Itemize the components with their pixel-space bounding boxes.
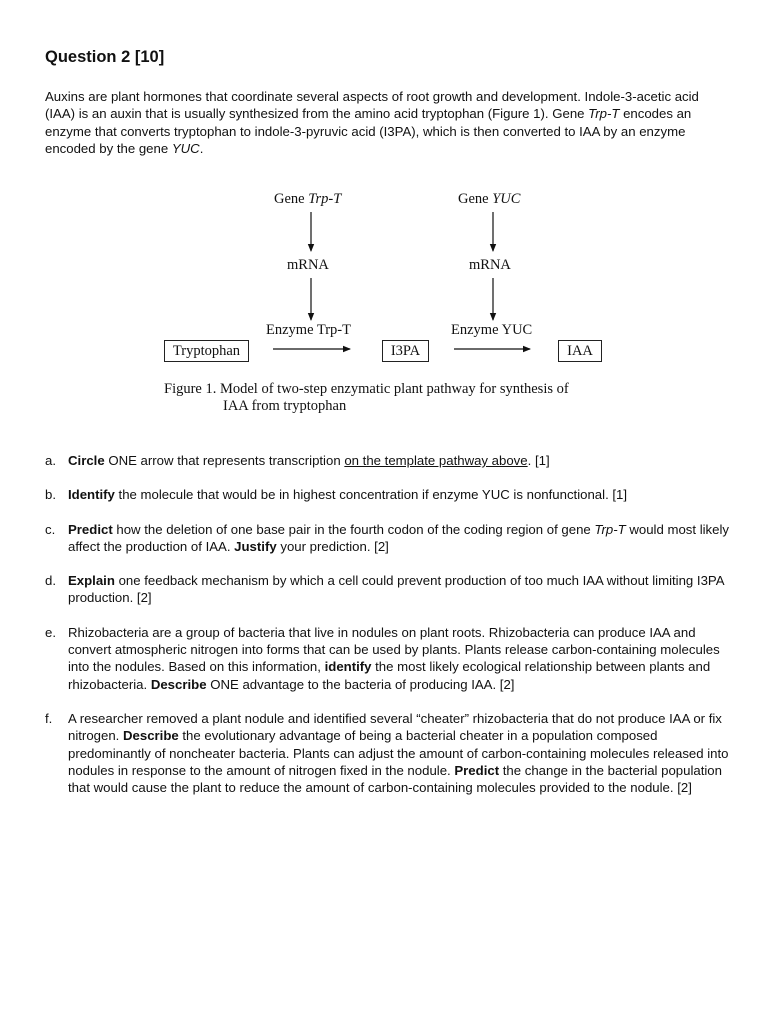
item-c-verb-2: Justify — [234, 538, 277, 554]
item-a-text: ONE arrow that represents transcription — [104, 453, 345, 468]
item-a-verb: Circle — [68, 453, 105, 468]
label-gene-prefix: Gene — [274, 191, 309, 207]
list-item: f. A researcher removed a plant nodule a… — [45, 710, 735, 796]
label-gene-trp-t: Gene Trp-T — [274, 191, 341, 208]
item-c-gene: Trp-T — [594, 521, 626, 537]
item-f-text-1: A researcher removed a plant nodule and … — [68, 710, 722, 744]
intro-text-1: Auxins are plant hormones that coordinat… — [45, 89, 699, 122]
label-gene-prefix: Gene — [458, 191, 493, 207]
item-d-verb: Explain — [68, 573, 115, 589]
item-letter: c. — [45, 521, 56, 537]
item-f-text-3: the change in the bacterial population t… — [68, 762, 722, 796]
label-gene-name: Trp-T — [308, 191, 342, 207]
item-e-text-3: ONE advantage to the bacteria of produci… — [206, 676, 515, 692]
pathway-figure: Gene Trp-T Gene YUC mRNA mRNA Enzyme Trp… — [160, 185, 620, 420]
intro-gene-yuc: YUC — [171, 140, 200, 156]
list-item: b. Identify the molecule that would be i… — [45, 486, 735, 503]
label-mrna-yuc: mRNA — [469, 257, 511, 273]
item-c-verb: Predict — [68, 521, 113, 537]
figure-caption: Figure 1. Model of two-step enzymatic pl… — [164, 381, 569, 415]
item-c-text-3: your prediction. [2] — [276, 538, 389, 554]
item-f-verb: Describe — [123, 728, 179, 744]
item-a-underlined: on the template pathway above — [344, 453, 528, 468]
item-letter: b. — [45, 487, 56, 503]
label-mrna-trp-t: mRNA — [287, 257, 329, 273]
item-letter: e. — [45, 624, 56, 640]
intro-gene-trp-t: Trp-T — [588, 106, 620, 122]
item-c-text-1: how the deletion of one base pair in the… — [112, 521, 595, 537]
item-e-text-2: the most likely ecological relationship … — [68, 659, 711, 692]
item-letter: a. — [45, 453, 56, 468]
item-f-text-2: the evolutionary advantage of being a ba… — [68, 728, 729, 778]
box-iaa: IAA — [558, 340, 602, 362]
list-item: d. Explain one feedback mechanism by whi… — [45, 572, 735, 607]
intro-text-3: . — [199, 140, 204, 156]
item-d-text: one feedback mechanism by which a cell c… — [68, 573, 724, 606]
label-gene-name: YUC — [492, 191, 521, 207]
list-item: c. Predict how the deletion of one base … — [45, 521, 735, 556]
pathway-arrows — [273, 212, 531, 353]
item-letter: d. — [45, 573, 56, 589]
item-a-marks: . [1] — [527, 453, 550, 468]
item-c-text-2: would most likely affect the production … — [68, 521, 730, 554]
item-b-text: the molecule that would be in highest co… — [114, 487, 628, 503]
item-letter: f. — [45, 710, 53, 726]
caption-line-2: IAA from tryptophan — [223, 398, 347, 414]
label-gene-yuc: Gene YUC — [458, 191, 520, 208]
list-item: e. Rhizobacteria are a group of bacteria… — [45, 624, 735, 693]
question-list: a. Circle ONE arrow that represents tran… — [45, 452, 735, 813]
label-enzyme-yuc: Enzyme YUC — [451, 322, 533, 338]
item-e-verb-2: Describe — [150, 676, 207, 692]
list-item: a. Circle ONE arrow that represents tran… — [45, 452, 735, 469]
caption-line-1: Figure 1. Model of two-step enzymatic pl… — [164, 381, 569, 397]
item-f-verb-2: Predict — [454, 762, 500, 778]
item-e-text-1: Rhizobacteria are a group of bacteria th… — [68, 624, 720, 675]
item-e-verb: identify — [324, 659, 372, 675]
box-i3pa: I3PA — [382, 340, 429, 362]
item-b-verb: Identify — [68, 487, 115, 503]
label-enzyme-trp-t: Enzyme Trp-T — [266, 322, 351, 338]
intro-text-2: encodes an enzyme that converts tryptoph… — [45, 106, 692, 156]
intro-paragraph: Auxins are plant hormones that coordinat… — [45, 88, 725, 157]
box-tryptophan: Tryptophan — [164, 340, 249, 362]
question-title: Question 2 [10] — [45, 48, 165, 66]
